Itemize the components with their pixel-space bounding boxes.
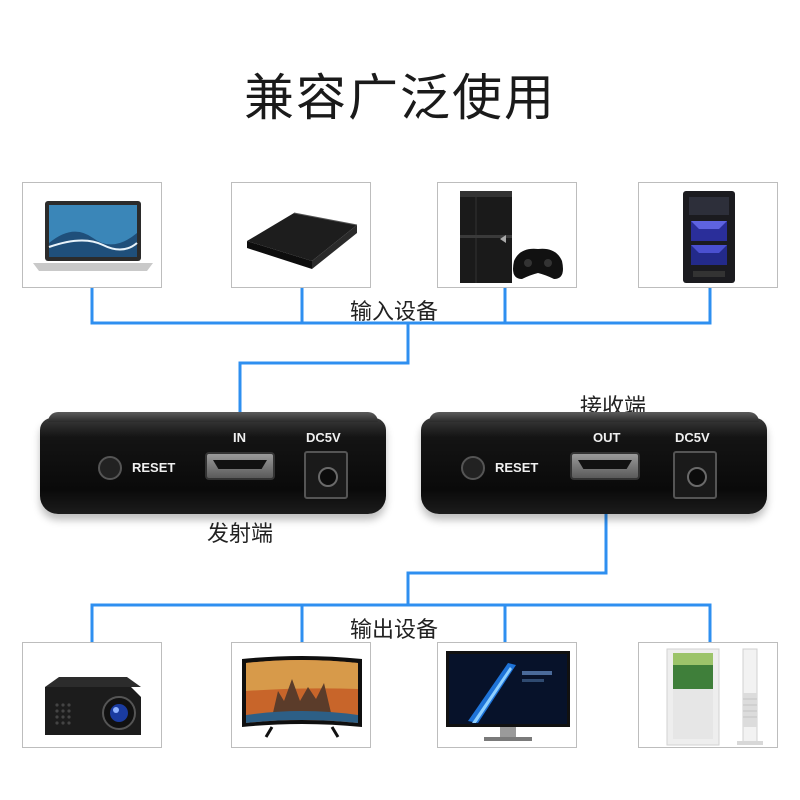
monitor-icon: [446, 651, 570, 741]
reset-button[interactable]: [98, 456, 122, 480]
transmitter-label: 发射端: [207, 522, 274, 547]
digital-kiosk-icon: [666, 648, 763, 746]
output-devices-label: 输出设备: [350, 618, 439, 643]
transmitter-unit: RESET IN DC5V: [40, 412, 386, 514]
in-port-label: IN: [233, 430, 246, 445]
transmitter-top: [48, 412, 378, 422]
game-console-icon: [460, 191, 563, 283]
curved-tv-frame: [231, 642, 371, 748]
receiver-unit: RESET OUT DC5V: [421, 412, 767, 514]
dc-power-jack: [673, 451, 717, 499]
dc-power-jack: [304, 451, 348, 499]
projector-icon: [45, 677, 141, 735]
tv-box-frame: [231, 182, 371, 288]
out-port-label: OUT: [593, 430, 621, 445]
page-title: 兼容广泛使用: [244, 69, 556, 127]
laptop-icon: [33, 201, 153, 271]
digital-kiosk-frame: [638, 642, 778, 748]
desktop-pc-frame: [638, 182, 778, 288]
projector-frame: [22, 642, 162, 748]
receiver-top: [429, 412, 759, 422]
input-devices-label: 输入设备: [350, 300, 439, 325]
monitor-frame: [437, 642, 577, 748]
curved-tv-icon: [242, 656, 362, 738]
hdmi-in-port: [205, 452, 275, 480]
hdmi-out-port: [570, 452, 640, 480]
game-console-frame: [437, 182, 577, 288]
reset-label: RESET: [495, 460, 539, 475]
laptop-frame: [22, 182, 162, 288]
dc5v-label: DC5V: [675, 430, 710, 445]
reset-button[interactable]: [461, 456, 485, 480]
desktop-pc-icon: [683, 191, 735, 283]
tv-box-icon: [247, 212, 358, 269]
reset-label: RESET: [132, 460, 176, 475]
dc5v-label: DC5V: [306, 430, 341, 445]
